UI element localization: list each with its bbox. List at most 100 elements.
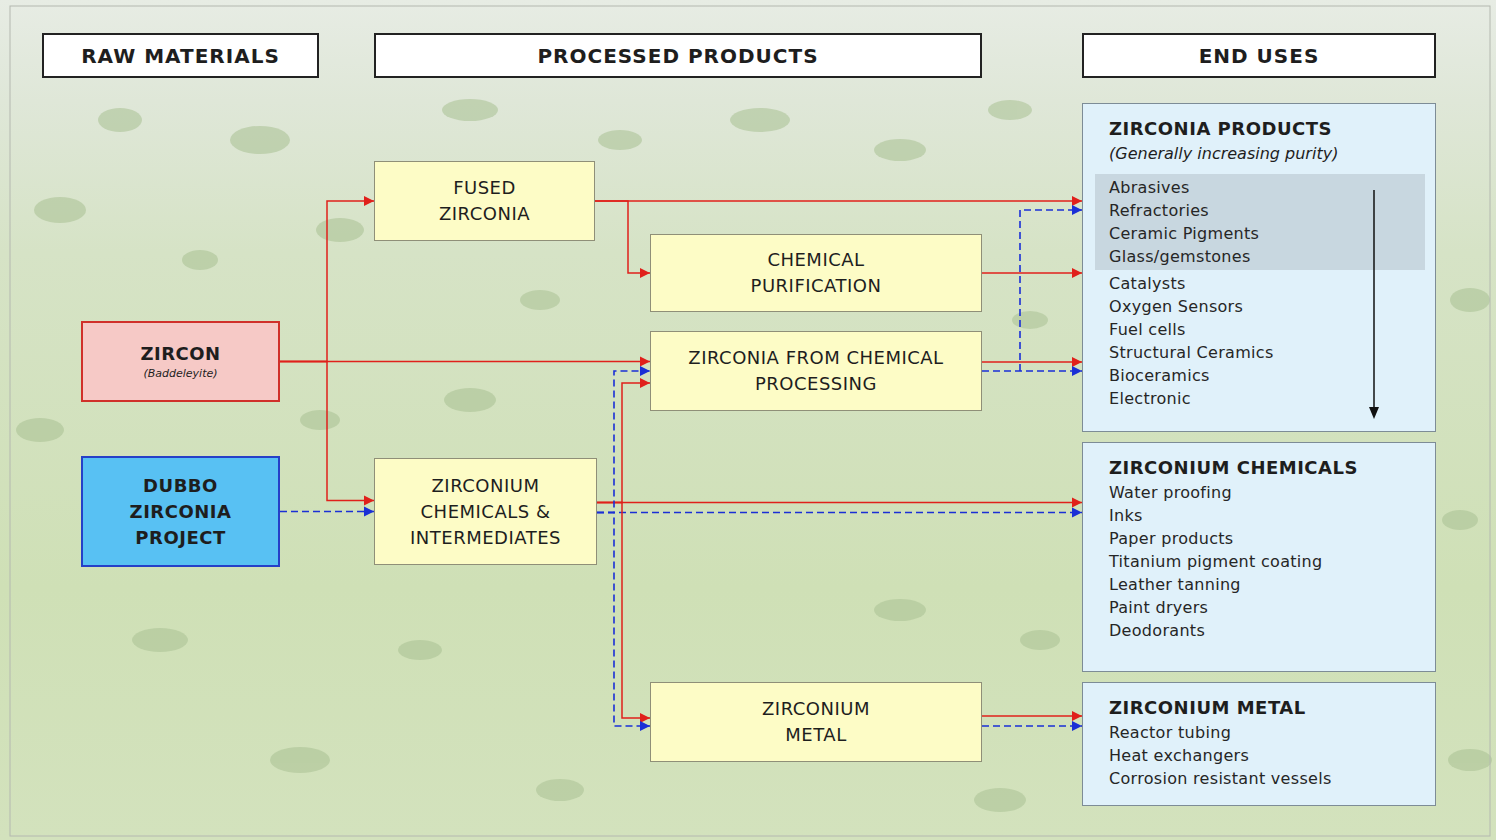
flow-arrow bbox=[280, 196, 374, 362]
flow-arrow bbox=[595, 201, 650, 278]
list-item: Glass/gemstones bbox=[1109, 245, 1251, 268]
arrowhead bbox=[640, 721, 650, 731]
box-heading: ZIRCONIUM METAL bbox=[1109, 695, 1306, 721]
box-heading: ZIRCONIA PRODUCTS bbox=[1109, 116, 1332, 142]
list-item: Paper products bbox=[1109, 527, 1233, 550]
flow-arrow bbox=[597, 503, 650, 724]
connector-line bbox=[982, 715, 1082, 717]
list-item: (Generally increasing purity) bbox=[1109, 142, 1338, 166]
list-item: Structural Ceramics bbox=[1109, 341, 1274, 364]
dashed-flow-arrow bbox=[982, 205, 1082, 376]
shaded-band: AbrasivesRefractoriesCeramic PigmentsGla… bbox=[1095, 174, 1425, 270]
process-box: CHEMICAL PURIFICATION bbox=[650, 234, 982, 312]
arrowhead bbox=[364, 496, 374, 506]
arrowhead bbox=[1072, 366, 1082, 376]
process-box: FUSED ZIRCONIA bbox=[374, 161, 595, 241]
box-label: RAW MATERIALS bbox=[81, 43, 280, 69]
connector-line bbox=[597, 513, 650, 727]
list-item: Paint dryers bbox=[1109, 596, 1208, 619]
box-label: DUBBO ZIRCONIA PROJECT bbox=[111, 473, 251, 551]
box-label: ZIRCONIUM CHEMICALS & INTERMEDIATES bbox=[387, 473, 584, 551]
connector-line bbox=[1020, 210, 1082, 371]
process-box: ZIRCONIUM METAL bbox=[650, 682, 982, 762]
arrowhead bbox=[640, 378, 650, 388]
arrowhead bbox=[1072, 196, 1082, 206]
end-use-box: ZIRCONIA PRODUCTS(Generally increasing p… bbox=[1082, 103, 1436, 432]
connector-line bbox=[597, 503, 650, 719]
list-item: Reactor tubing bbox=[1109, 721, 1231, 744]
flow-arrow bbox=[280, 362, 374, 506]
list-item: Heat exchangers bbox=[1109, 744, 1249, 767]
purity-arrow bbox=[1373, 190, 1375, 408]
list-item: Catalysts bbox=[1109, 272, 1186, 295]
arrowhead bbox=[640, 366, 650, 376]
dashed-flow-arrow bbox=[982, 721, 1082, 731]
flow-arrow bbox=[982, 268, 1082, 278]
flow-arrow bbox=[595, 196, 1082, 206]
dashed-flow-arrow bbox=[597, 508, 1082, 518]
connector-line bbox=[280, 361, 650, 363]
dashed-flow-arrow bbox=[597, 366, 650, 513]
list-item: Bioceramics bbox=[1109, 364, 1210, 387]
arrowhead bbox=[640, 268, 650, 278]
flow-arrow bbox=[982, 357, 1082, 367]
connector-line bbox=[597, 502, 1082, 504]
box-label: FUSED ZIRCONIA bbox=[410, 175, 560, 227]
connector-line bbox=[982, 370, 1082, 372]
list-item: Water proofing bbox=[1109, 481, 1232, 504]
connector-line bbox=[982, 361, 1082, 363]
column-header: PROCESSED PRODUCTS bbox=[374, 33, 982, 78]
purity-arrowhead bbox=[1369, 407, 1379, 419]
dashed-flow-arrow bbox=[597, 513, 650, 732]
process-box: ZIRCONIUM CHEMICALS & INTERMEDIATES bbox=[374, 458, 597, 565]
list-item: Inks bbox=[1109, 504, 1143, 527]
box-label: CHEMICAL PURIFICATION bbox=[716, 247, 916, 299]
process-box: ZIRCONIA FROM CHEMICAL PROCESSING bbox=[650, 331, 982, 411]
connector-line bbox=[595, 200, 1082, 202]
project-box: DUBBO ZIRCONIA PROJECT bbox=[81, 456, 280, 567]
list-item: Oxygen Sensors bbox=[1109, 295, 1243, 318]
column-header: RAW MATERIALS bbox=[42, 33, 319, 78]
arrowhead bbox=[1072, 508, 1082, 518]
arrowhead bbox=[364, 196, 374, 206]
connector-line bbox=[597, 512, 1082, 514]
end-use-box: ZIRCONIUM CHEMICALSWater proofingInksPap… bbox=[1082, 442, 1436, 672]
trees bbox=[16, 99, 1492, 812]
connector-line bbox=[280, 511, 374, 513]
connector-line bbox=[982, 272, 1082, 274]
list-item: Refractories bbox=[1109, 199, 1209, 222]
box-label: END USES bbox=[1199, 43, 1320, 69]
column-header: END USES bbox=[1082, 33, 1436, 78]
flow-arrow bbox=[280, 357, 650, 367]
arrowhead bbox=[1072, 205, 1082, 215]
list-item: Deodorants bbox=[1109, 619, 1205, 642]
box-label: (Baddeleyite) bbox=[143, 366, 217, 382]
end-use-box: ZIRCONIUM METALReactor tubingHeat exchan… bbox=[1082, 682, 1436, 806]
box-label: ZIRCONIUM METAL bbox=[741, 696, 891, 748]
box-label: ZIRCONIA FROM CHEMICAL PROCESSING bbox=[682, 345, 950, 397]
raw-material-box: ZIRCON(Baddeleyite) bbox=[81, 321, 280, 402]
arrowhead bbox=[1072, 357, 1082, 367]
arrowhead bbox=[1072, 721, 1082, 731]
list-item: Fuel cells bbox=[1109, 318, 1186, 341]
arrowhead bbox=[1072, 498, 1082, 508]
arrowhead bbox=[640, 357, 650, 367]
box-heading: ZIRCONIUM CHEMICALS bbox=[1109, 455, 1358, 481]
box-label: ZIRCON bbox=[140, 342, 220, 366]
flow-arrow bbox=[597, 498, 1082, 508]
list-item: Electronic bbox=[1109, 387, 1191, 410]
connector-line bbox=[595, 201, 650, 273]
list-item: Ceramic Pigments bbox=[1109, 222, 1259, 245]
arrowhead bbox=[1072, 268, 1082, 278]
connector-line bbox=[597, 371, 650, 513]
list-item: Abrasives bbox=[1109, 176, 1190, 199]
list-item: Corrosion resistant vessels bbox=[1109, 767, 1332, 790]
flow-arrow bbox=[597, 378, 650, 503]
arrowhead bbox=[640, 713, 650, 723]
connector-line bbox=[280, 201, 374, 362]
arrowhead bbox=[364, 507, 374, 517]
connector-line bbox=[597, 383, 650, 503]
arrowhead bbox=[1072, 711, 1082, 721]
